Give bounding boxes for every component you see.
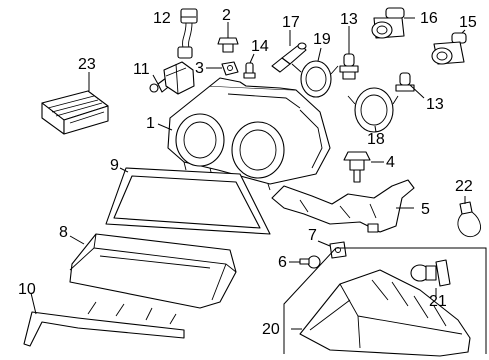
callout-labels: 1 2 3 4 5 6 7 8 9 10 11 12 13 13 14 15 1… xyxy=(18,7,477,338)
callout-18: 18 xyxy=(367,131,385,148)
callout-7: 7 xyxy=(308,227,317,244)
part-11-bulb-igniter xyxy=(149,61,195,95)
callout-15: 15 xyxy=(459,14,477,31)
part-13-bulb-lower xyxy=(395,72,415,92)
part-17-bulb xyxy=(271,42,307,73)
part-18-ring-cap xyxy=(347,87,399,133)
part-21-bulb-socket xyxy=(410,259,451,287)
callout-16: 16 xyxy=(420,10,438,27)
part-16-socket xyxy=(371,7,405,39)
part-13-bulb-upper xyxy=(339,53,359,80)
callout-4: 4 xyxy=(386,154,395,171)
turn-signal-group-box xyxy=(283,247,487,354)
part-15-socket xyxy=(431,32,467,65)
part-4-adjuster xyxy=(343,151,371,183)
callout-6: 6 xyxy=(278,254,287,271)
leader-lines xyxy=(30,16,466,330)
callout-21: 21 xyxy=(429,293,447,310)
part-14-bulb xyxy=(243,62,256,79)
callout-19: 19 xyxy=(313,31,331,48)
part-9-gasket xyxy=(105,167,271,235)
callout-12: 12 xyxy=(153,10,171,27)
callout-23: 23 xyxy=(78,56,96,73)
callout-22: 22 xyxy=(455,178,473,195)
callout-3: 3 xyxy=(195,60,204,77)
part-19-ring-cap xyxy=(291,60,339,98)
callout-11: 11 xyxy=(133,61,150,78)
callout-17: 17 xyxy=(282,14,300,31)
part-10-trim-strip xyxy=(23,301,185,347)
callout-2: 2 xyxy=(222,7,231,24)
callout-9: 9 xyxy=(110,157,119,174)
part-5-bracket xyxy=(271,179,415,233)
callout-8: 8 xyxy=(59,224,68,241)
part-20-turn-signal xyxy=(299,269,471,357)
callout-13-lower: 13 xyxy=(426,96,444,113)
callout-13-upper: 13 xyxy=(340,11,358,28)
part-7-nut xyxy=(329,241,347,259)
callout-1: 1 xyxy=(146,115,155,132)
part-8-lens xyxy=(69,233,237,309)
part-22-clip xyxy=(457,201,481,238)
callout-5: 5 xyxy=(421,201,430,218)
part-1-headlamp-housing xyxy=(167,77,331,191)
part-3-nut xyxy=(221,61,239,76)
part-2-clip xyxy=(217,37,239,53)
part-6-screw xyxy=(299,255,321,269)
part-23-box xyxy=(41,90,109,135)
callout-20: 20 xyxy=(262,321,280,338)
callout-14: 14 xyxy=(251,38,269,55)
part-12-connector xyxy=(177,8,198,59)
callout-10: 10 xyxy=(18,281,36,298)
